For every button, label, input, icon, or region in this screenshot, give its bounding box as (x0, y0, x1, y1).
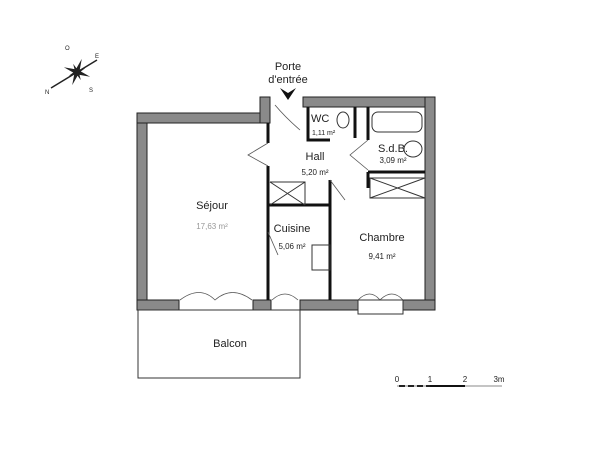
scale-tick: 2 (463, 375, 468, 384)
interior-walls (266, 107, 426, 300)
scale-tick: 0 (395, 375, 400, 384)
room-wc: WC 1,11 m² (311, 113, 336, 137)
compass-west: O (65, 46, 70, 52)
room-sejour: Séjour 17,63 m² (196, 200, 228, 231)
room-name: Séjour (196, 200, 228, 212)
room-name: Balcon (213, 338, 247, 350)
room-area: 3,09 m² (379, 156, 406, 165)
compass-north: N (45, 90, 49, 96)
room-area: 17,63 m² (196, 222, 228, 231)
room-sdb: S.d.B. 3,09 m² (378, 143, 408, 165)
room-name: Hall (306, 151, 325, 163)
room-balcon: Balcon (213, 338, 247, 350)
room-area: 1,11 m² (312, 130, 336, 137)
room-chambre: Chambre 9,41 m² (359, 232, 404, 261)
arrow-down-icon (280, 88, 296, 100)
balcony-outline (137, 309, 301, 379)
room-name: S.d.B. (378, 143, 408, 155)
scale-tick: 3m (493, 375, 504, 384)
room-area: 5,06 m² (278, 242, 305, 251)
compass-south: S (89, 88, 93, 94)
exterior-walls (136, 96, 436, 311)
scale-bar: 0 1 2 3m (395, 375, 505, 387)
entrance-label-1: Porte (275, 61, 301, 73)
room-area: 5,20 m² (301, 168, 328, 177)
room-cuisine: Cuisine 5,06 m² (274, 223, 311, 251)
compass-east: E (95, 54, 99, 60)
room-name: WC (311, 113, 329, 125)
room-name: Chambre (359, 232, 404, 244)
scale-tick: 1 (428, 375, 433, 384)
room-hall: Hall 5,20 m² (301, 151, 328, 177)
room-name: Cuisine (274, 223, 311, 235)
compass-rose-icon: N O E S (45, 46, 99, 96)
entrance-label-2: d'entrée (268, 74, 307, 86)
room-area: 9,41 m² (368, 252, 395, 261)
doors (179, 104, 404, 315)
